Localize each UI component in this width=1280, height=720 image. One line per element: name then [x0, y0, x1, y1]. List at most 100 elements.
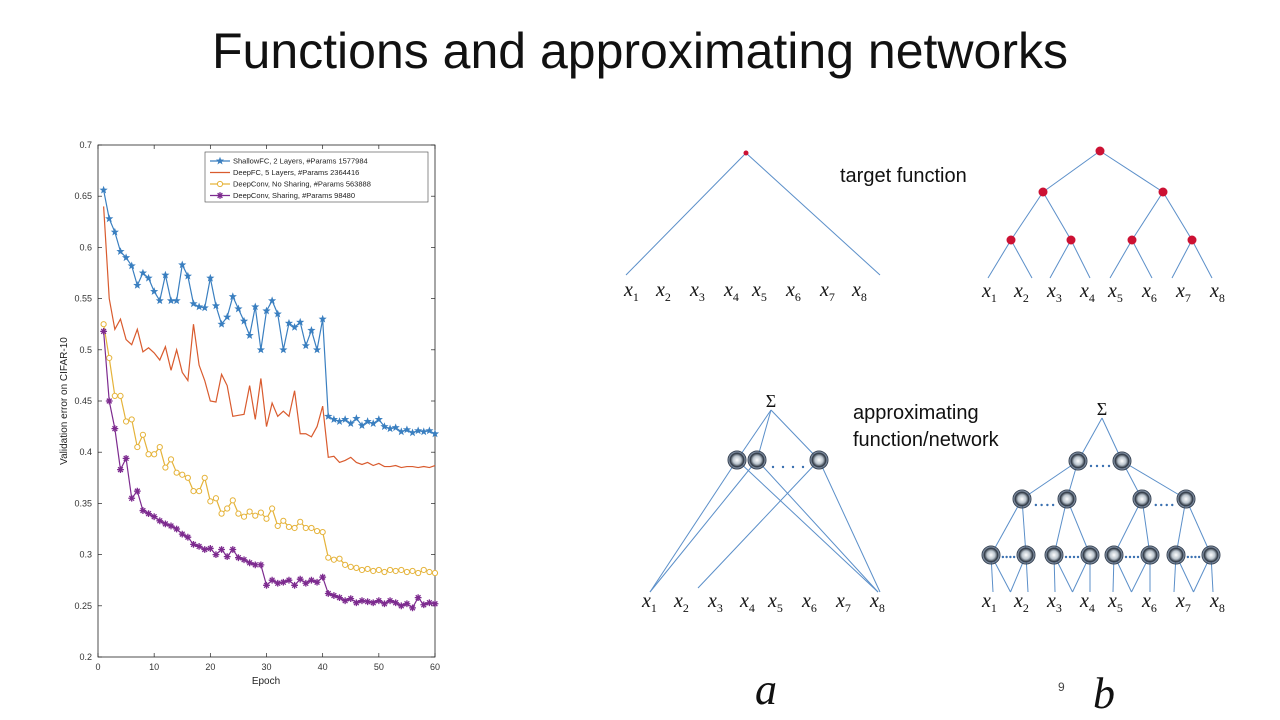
- series-2-point: [319, 528, 326, 536]
- series-2-point: [179, 471, 186, 478]
- series-0-point: [217, 319, 226, 328]
- diagram-edge: [1010, 191, 1044, 241]
- series-3-point: [319, 573, 327, 581]
- series-3-point: [229, 546, 237, 553]
- y-tick-label: 0.65: [74, 191, 92, 201]
- x-tick-label: 10: [149, 662, 159, 672]
- series-2-point: [291, 524, 298, 532]
- variable-subscript: 8: [879, 601, 885, 615]
- ellipsis-dot: [1165, 503, 1168, 507]
- diagram-edge: [1099, 150, 1164, 193]
- tr-x3: x3: [1046, 280, 1062, 305]
- variable-symbol: x: [689, 279, 699, 301]
- tr-x2: x2: [1013, 280, 1029, 305]
- series-2-point: [403, 568, 411, 576]
- variable-symbol: x: [623, 279, 633, 301]
- variable-subscript: 6: [795, 290, 801, 304]
- series-3-point: [409, 604, 416, 612]
- series-3-point: [347, 595, 355, 603]
- chart-lines: [99, 185, 440, 612]
- variable-subscript: 8: [1219, 291, 1225, 305]
- series-2-point: [173, 469, 180, 476]
- variable-subscript: 4: [1089, 291, 1095, 305]
- tl-x2: x2: [655, 279, 671, 304]
- br-x1: x1: [981, 590, 997, 615]
- series-2-point: [235, 510, 242, 517]
- series-3-point: [375, 597, 383, 605]
- series-0-point: [256, 345, 265, 354]
- variable-subscript: 2: [665, 290, 671, 304]
- series-2-point: [263, 515, 270, 522]
- series-0-point: [166, 296, 176, 305]
- series-0-point: [251, 302, 260, 311]
- series-0-point: [369, 419, 378, 428]
- series-0-point: [268, 296, 277, 305]
- series-2-point: [216, 180, 224, 188]
- series-3-point: [296, 575, 304, 583]
- series-0-point: [127, 261, 136, 270]
- series-0-point: [262, 306, 271, 315]
- tl-x8: x8: [851, 279, 867, 304]
- ellipsis-dot: [781, 465, 785, 469]
- y-tick-label: 0.3: [79, 550, 92, 560]
- variable-symbol: x: [739, 590, 749, 612]
- x-tick-label: 40: [318, 662, 328, 672]
- diagram-edge: [697, 459, 820, 589]
- series-0-point: [172, 296, 181, 305]
- series-0-point: [329, 415, 338, 423]
- series-0-point: [273, 309, 282, 318]
- series-0-point: [352, 414, 361, 422]
- ellipsis-dot: [1132, 555, 1136, 559]
- series-2-point: [308, 524, 315, 532]
- series-2-point: [212, 495, 220, 502]
- series-3-point: [190, 540, 197, 548]
- series-2-point: [353, 564, 360, 572]
- variable-symbol: x: [1141, 280, 1151, 302]
- bl-x1: x1: [641, 590, 657, 615]
- x-tick-label: 20: [205, 662, 215, 672]
- series-0-point: [363, 417, 372, 425]
- bl-x7: x7: [835, 590, 851, 615]
- ellipsis-dot: [1072, 555, 1076, 559]
- target-node: [1095, 146, 1105, 156]
- ellipsis-dot: [801, 465, 805, 469]
- series-3-point: [162, 520, 169, 528]
- diagram-edge: [625, 152, 747, 276]
- series-0-point: [223, 312, 232, 321]
- neuron-node: [1044, 545, 1064, 565]
- series-3-point: [223, 553, 231, 561]
- series-3-point: [279, 578, 287, 586]
- diagram-edge: [1131, 239, 1153, 279]
- variable-subscript: 8: [1219, 601, 1225, 615]
- tl-x1: x1: [623, 279, 639, 304]
- series-3-point: [133, 487, 141, 495]
- series-3-point: [167, 522, 175, 530]
- series-2-point: [420, 566, 427, 574]
- variable-subscript: 2: [683, 601, 689, 615]
- series-0-point: [239, 316, 249, 325]
- series-2-point: [134, 443, 141, 451]
- series-2-point: [190, 488, 197, 495]
- series-0-point: [391, 423, 400, 432]
- series-0-point: [234, 304, 243, 313]
- variable-symbol: x: [1013, 280, 1023, 302]
- variable-subscript: 3: [699, 290, 705, 304]
- series-0-point: [121, 253, 131, 262]
- neuron-node: [1201, 545, 1221, 565]
- series-0-point: [346, 419, 355, 428]
- variable-symbol: x: [981, 280, 991, 302]
- series-3-point: [263, 581, 270, 589]
- series-2-point: [364, 565, 371, 573]
- diagram-edge: [1066, 498, 1091, 556]
- series-3-point: [240, 556, 248, 564]
- series-3-point: [358, 597, 366, 605]
- series-0-point: [318, 314, 327, 323]
- variable-symbol: x: [1107, 590, 1117, 612]
- variable-symbol: x: [751, 279, 761, 301]
- series-2-point: [111, 392, 118, 399]
- br-x5: x5: [1107, 590, 1123, 615]
- series-3-point: [274, 579, 282, 587]
- series-0-point: [155, 296, 164, 305]
- ellipsis-dot: [1005, 555, 1008, 559]
- br-x4: x4: [1079, 590, 1095, 615]
